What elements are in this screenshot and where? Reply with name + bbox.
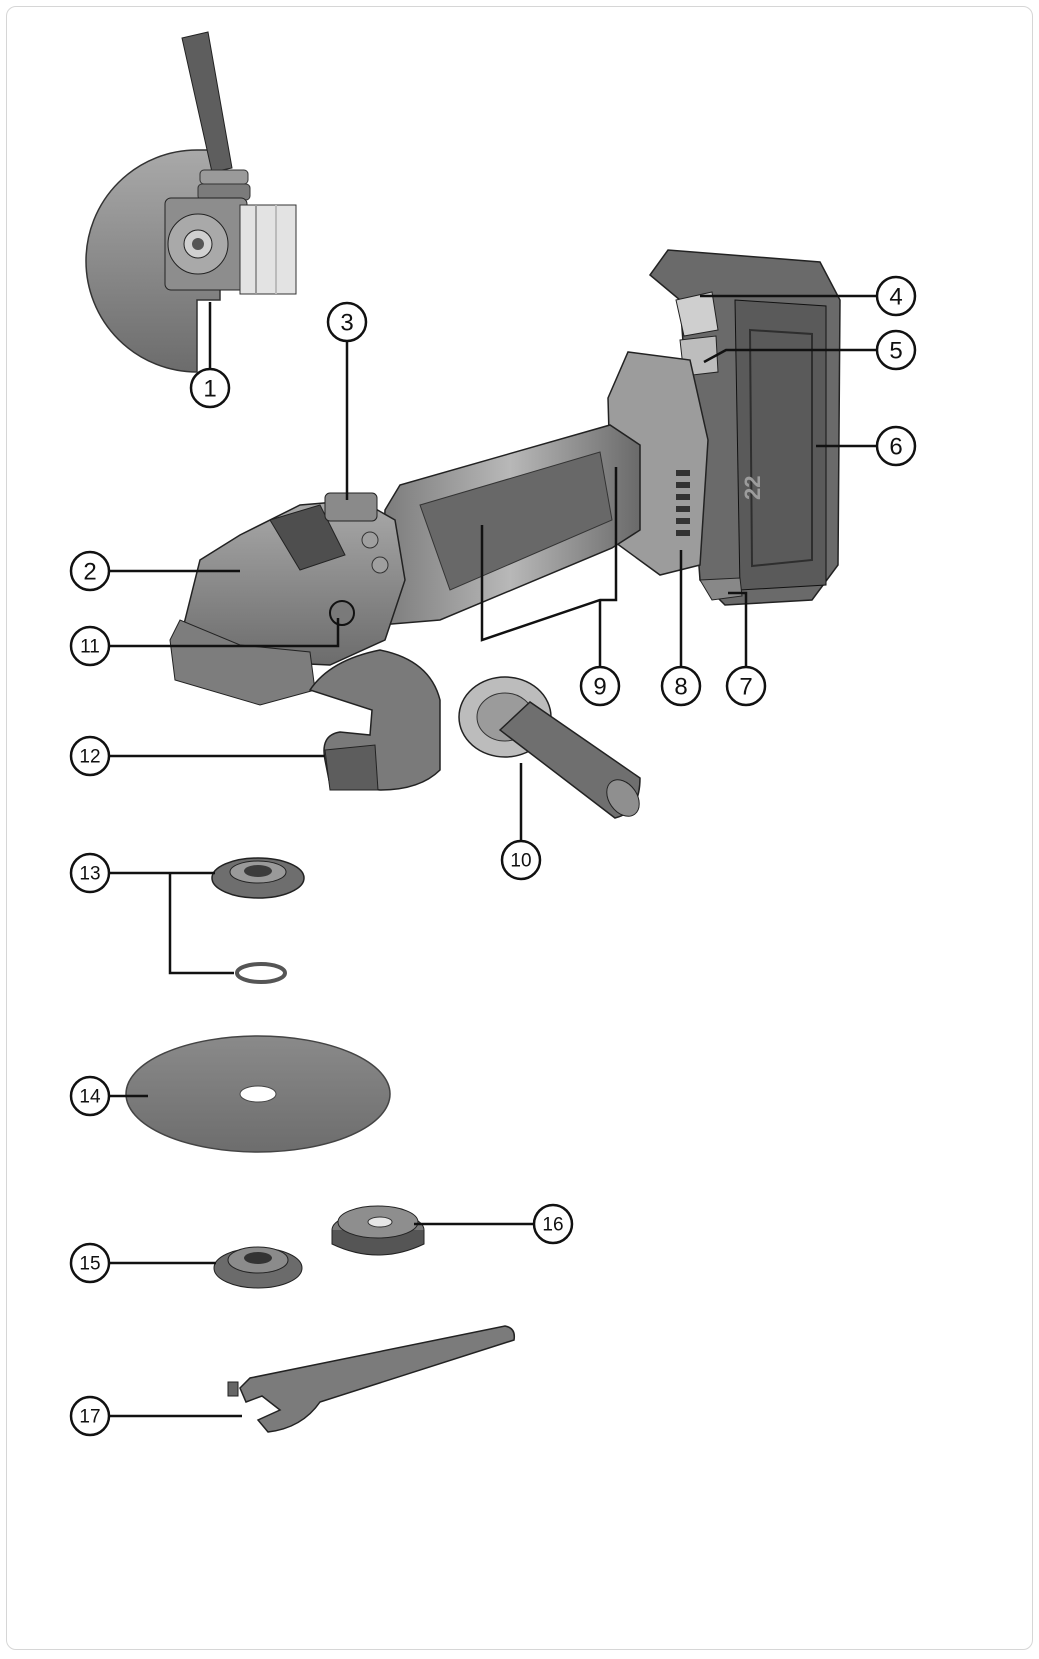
inset-side-handle bbox=[181, 31, 233, 173]
battery-rib bbox=[748, 328, 813, 568]
inset-spindle-hole bbox=[192, 238, 204, 250]
clamping-nut bbox=[331, 1205, 425, 1256]
grip-area bbox=[419, 451, 613, 591]
battery-marking: 22 bbox=[740, 476, 765, 500]
side-handle-end bbox=[606, 779, 640, 817]
callout-label-2: 2 bbox=[83, 559, 96, 586]
support-flange-bore bbox=[244, 865, 272, 877]
mounting-flange bbox=[213, 1246, 303, 1289]
leader-5 bbox=[703, 348, 876, 364]
angle-grinder-main: 22 bbox=[169, 249, 841, 791]
callout-2 bbox=[69, 550, 111, 592]
leader-lines bbox=[110, 294, 876, 1418]
callout-15 bbox=[69, 1242, 111, 1284]
callout-bubbles bbox=[69, 275, 917, 1437]
callout-9 bbox=[579, 665, 621, 707]
callout-10 bbox=[500, 839, 542, 881]
callout-label-16: 16 bbox=[542, 1215, 563, 1236]
battery-status-button bbox=[675, 291, 719, 337]
callout-13 bbox=[69, 852, 111, 894]
inset-motor-housing bbox=[239, 204, 297, 295]
inset-guard-view bbox=[85, 31, 297, 373]
callout-16 bbox=[532, 1203, 574, 1245]
callout-5 bbox=[875, 329, 917, 371]
inset-handle-collar bbox=[199, 169, 249, 185]
callout-label-15: 15 bbox=[79, 1254, 100, 1275]
callout-label-7: 7 bbox=[739, 674, 752, 701]
switch-screw-2 bbox=[371, 556, 389, 574]
spanner-body bbox=[239, 1325, 516, 1433]
spindle-lock-button bbox=[329, 600, 355, 626]
o-ring bbox=[235, 962, 287, 984]
callout-8 bbox=[660, 665, 702, 707]
clamping-nut-bore bbox=[367, 1216, 393, 1228]
leader-7 bbox=[728, 591, 748, 666]
callout-14 bbox=[69, 1075, 111, 1117]
callout-label-1: 1 bbox=[203, 376, 216, 403]
callout-label-17: 17 bbox=[79, 1407, 100, 1428]
lower-gear-housing bbox=[169, 619, 316, 706]
callout-3 bbox=[326, 301, 368, 343]
callout-label-11: 11 bbox=[80, 637, 100, 658]
callout-7 bbox=[725, 665, 767, 707]
clamping-nut-side bbox=[331, 1230, 425, 1256]
callout-12 bbox=[69, 735, 111, 777]
callout-17 bbox=[69, 1395, 111, 1437]
callout-6 bbox=[875, 425, 917, 467]
side-handle bbox=[458, 676, 641, 819]
power-switch bbox=[324, 492, 378, 522]
callout-label-12: 12 bbox=[79, 747, 100, 768]
callout-label-6: 6 bbox=[889, 434, 902, 461]
callout-label-4: 4 bbox=[889, 284, 902, 311]
leader-13-branch bbox=[168, 873, 234, 975]
motor-vent-slots bbox=[676, 470, 690, 536]
callout-4 bbox=[875, 275, 917, 317]
pin-spanner bbox=[227, 1325, 516, 1433]
callout-label-5: 5 bbox=[889, 338, 902, 365]
callout-label-9: 9 bbox=[593, 674, 606, 701]
guard-clamp bbox=[324, 744, 379, 791]
disc-center-hole bbox=[239, 1085, 277, 1103]
support-flange-set bbox=[211, 857, 305, 984]
callout-label-10: 10 bbox=[510, 851, 531, 872]
battery-release-latch bbox=[699, 577, 743, 601]
callout-label-14: 14 bbox=[79, 1087, 101, 1108]
callout-1 bbox=[189, 367, 231, 409]
mounting-flange-bore bbox=[244, 1252, 272, 1264]
callout-labels: 1 2 3 4 5 6 7 8 9 10 11 12 13 14 15 16 1… bbox=[79, 284, 902, 1428]
callout-label-13: 13 bbox=[79, 864, 100, 885]
switch-screw-1 bbox=[361, 531, 379, 549]
callout-label-3: 3 bbox=[340, 310, 353, 337]
leader-11 bbox=[110, 618, 340, 648]
callout-label-8: 8 bbox=[674, 674, 687, 701]
callout-11 bbox=[69, 625, 111, 667]
battery-front-panel bbox=[734, 299, 827, 591]
spanner-pin bbox=[227, 1381, 239, 1397]
grinding-disc bbox=[125, 1035, 391, 1153]
gear-head-vents bbox=[269, 504, 346, 571]
